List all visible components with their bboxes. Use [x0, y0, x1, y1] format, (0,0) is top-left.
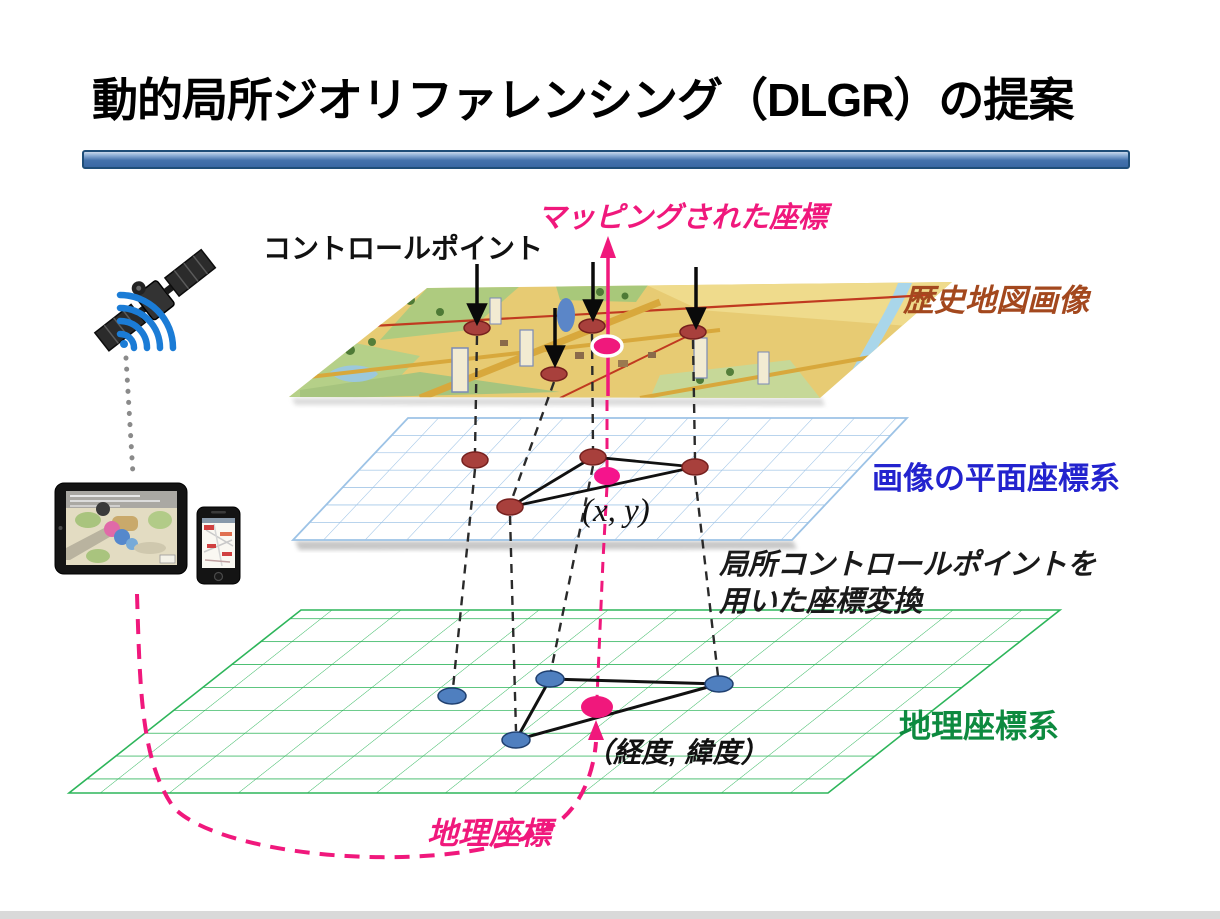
tablet-camera-icon	[58, 526, 63, 530]
image-plane-control-points	[461, 448, 709, 516]
plane-shadow	[295, 541, 797, 550]
historical-map-label: 歴史地図画像	[902, 283, 1092, 318]
map-control-points	[463, 318, 707, 382]
lonlat-label: （経度, 緯度）	[585, 737, 769, 768]
geographic-system-label: 地理座標系	[899, 708, 1059, 744]
map-label-card	[451, 347, 469, 393]
satellite-downlink-dotted-line	[123, 355, 136, 478]
geo-arrow-up-icon	[588, 720, 604, 740]
projection-dashed-lines	[451, 333, 720, 732]
map-shadow	[292, 398, 825, 406]
mapped-point-on-image-plane	[594, 467, 620, 485]
geo-plane-control-points	[437, 670, 734, 749]
phone-speaker-icon	[211, 511, 226, 514]
slide-bottom-edge	[0, 911, 1220, 919]
page-title: 動的局所ジオリファレンシング（DLGR）の提案	[92, 74, 1074, 126]
tablet-screen	[66, 491, 177, 565]
mapping-arrow-up-icon	[600, 236, 616, 258]
satellite-icon	[93, 248, 217, 352]
local-cp-transform-label-line2: 用いた座標変換	[718, 585, 924, 618]
image-plane-label: 画像の平面座標系	[872, 461, 1120, 496]
geo-coordinate-return-curve	[135, 593, 598, 860]
mapped-point-on-map	[590, 334, 624, 358]
geo-plane-triangle	[512, 677, 720, 743]
mapped-coordinate-label: マッピングされた座標	[537, 201, 833, 234]
pink-mapping-line	[135, 236, 616, 860]
title-divider-bar	[82, 150, 1130, 169]
mapped-point-on-geo-plane	[581, 696, 613, 718]
wifi-signal-icon	[116, 291, 177, 352]
historical-map-plane	[289, 282, 952, 406]
tablet-icon	[54, 482, 188, 575]
control-point-label: コントロールポイント	[263, 233, 543, 264]
xy-coordinate-label: (x, y)	[582, 493, 650, 529]
map-label-oval	[557, 298, 575, 332]
image-plane-grid	[290, 417, 910, 550]
smartphone-icon	[196, 506, 241, 585]
phone-home-button	[213, 571, 224, 582]
local-cp-transform-label-line1: 局所コントロールポイントを	[719, 548, 1097, 581]
control-point-arrows	[466, 262, 707, 369]
geographic-plane-grid	[66, 609, 1063, 794]
phone-screen	[202, 518, 235, 568]
image-plane-triangle	[509, 455, 696, 509]
geographic-coordinate-label: 地理座標	[427, 816, 557, 851]
